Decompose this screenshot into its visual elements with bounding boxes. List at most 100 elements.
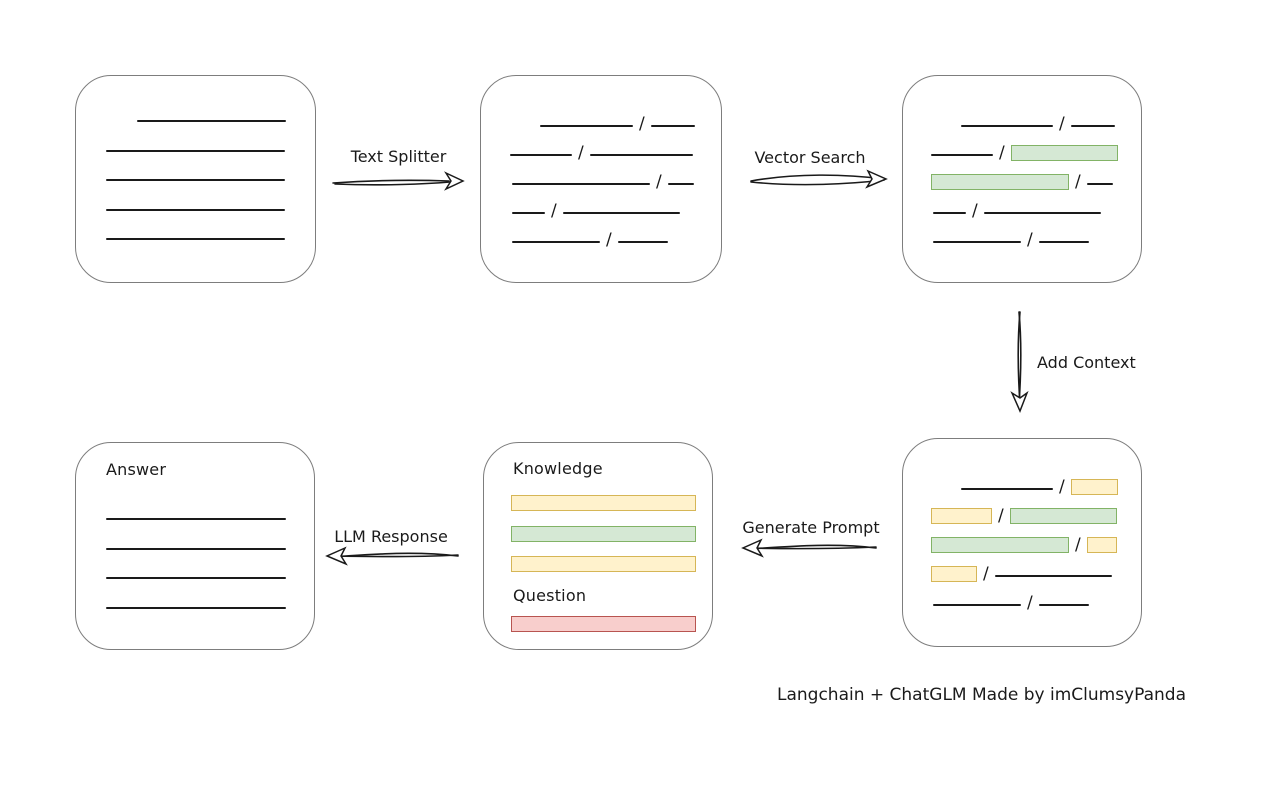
source-document-box <box>75 75 316 283</box>
add-context-label: Add Context <box>1037 353 1136 372</box>
text-line <box>933 212 966 214</box>
text-line <box>106 547 286 550</box>
slash-separator: / <box>999 143 1005 163</box>
prompt-box: Knowledge Question <box>483 442 713 650</box>
slash-separator: / <box>578 143 584 163</box>
chunk-row: / <box>540 104 707 133</box>
chunk-yellow <box>1086 537 1117 553</box>
chunk-row: / <box>933 191 1127 220</box>
question-bars <box>511 616 696 647</box>
slash-separator: / <box>656 172 662 192</box>
text-line <box>1038 604 1089 606</box>
chunk-green <box>1010 145 1118 161</box>
slash-separator: / <box>1075 172 1081 192</box>
vector-search-arrow <box>750 169 888 189</box>
chunk-row: / <box>933 583 1127 612</box>
slash-separator: / <box>639 114 645 134</box>
text-line <box>1086 183 1113 185</box>
chunk-row: / <box>512 220 707 249</box>
text-line <box>137 120 286 122</box>
yellow-bar <box>511 556 696 572</box>
add-context-arrow <box>1010 311 1029 413</box>
slash-separator: / <box>606 230 612 250</box>
answer-box: Answer <box>75 442 315 650</box>
chunk-yellow <box>1070 479 1118 495</box>
split-chunk-rows: / / / / / <box>509 104 707 249</box>
chunk-row: / <box>933 220 1127 249</box>
text-splitter-arrow <box>332 171 465 191</box>
red-bar <box>511 616 696 632</box>
context-chunk-rows: / / / / / <box>931 467 1127 612</box>
text-line <box>589 154 693 156</box>
text-line <box>961 125 1053 127</box>
text-line <box>106 208 285 211</box>
chunk-row: / <box>931 133 1127 162</box>
llm-response-arrow <box>325 546 459 566</box>
text-line <box>562 212 680 214</box>
question-label: Question <box>513 586 587 605</box>
text-line <box>106 577 286 579</box>
generate-prompt-label: Generate Prompt <box>742 518 880 537</box>
text-line <box>994 575 1112 577</box>
slash-separator: / <box>551 201 557 221</box>
text-line <box>617 241 668 243</box>
chunk-green <box>931 174 1069 190</box>
text-line <box>512 241 600 243</box>
slash-separator: / <box>1075 535 1081 555</box>
slash-separator: / <box>983 564 989 584</box>
text-line <box>106 238 285 240</box>
green-bar <box>511 525 696 542</box>
text-splitter-label: Text Splitter <box>350 147 447 166</box>
text-line <box>983 212 1101 214</box>
slash-separator: / <box>1059 477 1065 497</box>
diagram-caption: Langchain + ChatGLM Made by imClumsyPand… <box>777 685 1186 705</box>
chunk-row: / <box>931 162 1127 191</box>
text-line <box>933 604 1021 606</box>
slash-separator: / <box>1027 593 1033 613</box>
text-line <box>933 241 1021 243</box>
chunk-row: / <box>961 104 1127 133</box>
chunk-row: / <box>510 133 707 162</box>
text-line <box>106 518 286 520</box>
chunk-row: / <box>931 525 1127 554</box>
text-line <box>510 154 572 156</box>
text-line <box>961 488 1053 490</box>
vector-chunk-rows: / / / / / <box>931 104 1127 249</box>
knowledge-bars <box>511 495 696 587</box>
text-line <box>512 183 650 185</box>
text-line <box>667 183 694 185</box>
chunk-row: / <box>512 191 707 220</box>
document-text-lines <box>106 120 286 240</box>
text-line <box>106 179 285 181</box>
text-line <box>931 154 993 156</box>
text-line <box>650 125 695 127</box>
text-line <box>106 149 285 152</box>
answer-label: Answer <box>106 460 167 479</box>
slash-separator: / <box>972 201 978 221</box>
chunk-green <box>931 537 1069 553</box>
knowledge-label: Knowledge <box>513 459 603 478</box>
chunk-yellow <box>931 508 992 524</box>
llm-response-label: LLM Response <box>334 527 448 546</box>
chunk-green <box>1009 508 1117 524</box>
text-line <box>1070 125 1115 127</box>
chunk-row: / <box>931 554 1127 583</box>
slash-separator: / <box>1027 230 1033 250</box>
chunk-yellow <box>931 566 977 582</box>
slash-separator: / <box>998 506 1004 526</box>
vector-search-label: Vector Search <box>754 148 866 167</box>
text-line <box>1038 241 1089 243</box>
chunk-row: / <box>931 496 1127 525</box>
split-chunks-box: / / / / / <box>480 75 722 283</box>
text-line <box>540 125 633 127</box>
chunk-row: / <box>512 162 707 191</box>
answer-text-lines <box>106 518 286 609</box>
generate-prompt-arrow <box>741 538 877 558</box>
yellow-bar <box>511 495 696 511</box>
chunk-row: / <box>961 467 1127 496</box>
text-line <box>106 606 286 609</box>
vector-search-result-box: / / / / / <box>902 75 1142 283</box>
context-chunks-box: / / / / / <box>902 438 1142 647</box>
slash-separator: / <box>1059 114 1065 134</box>
